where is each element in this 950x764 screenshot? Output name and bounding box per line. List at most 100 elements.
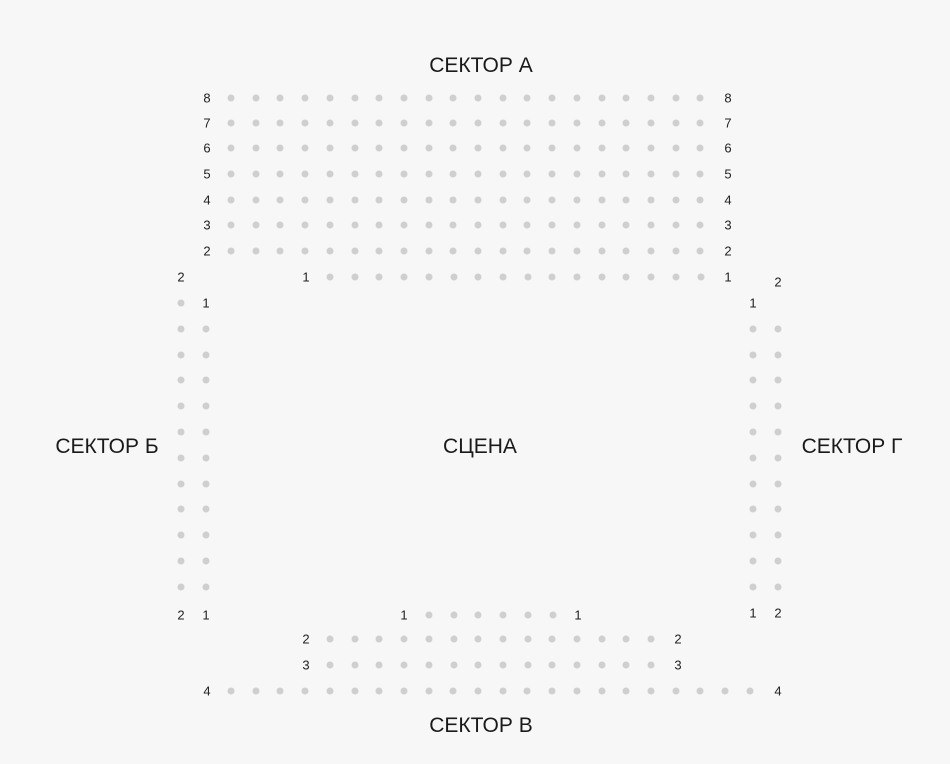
sector-a-seat[interactable] <box>400 273 408 281</box>
sector-a-seat[interactable] <box>326 273 334 281</box>
sector-v-seat[interactable] <box>301 687 309 695</box>
sector-b-seat[interactable] <box>202 531 210 539</box>
sector-v-seat[interactable] <box>598 661 606 669</box>
sector-a-seat[interactable] <box>573 247 581 255</box>
sector-a-seat[interactable] <box>647 170 655 178</box>
sector-v-seat[interactable] <box>549 611 556 619</box>
sector-a-seat[interactable] <box>672 144 680 152</box>
sector-a-seat[interactable] <box>375 170 383 178</box>
sector-v-seat[interactable] <box>499 661 507 669</box>
sector-a-seat[interactable] <box>647 221 655 229</box>
sector-a-seat[interactable] <box>400 94 408 102</box>
sector-a-seat[interactable] <box>276 247 284 255</box>
sector-b-seat[interactable] <box>177 583 185 591</box>
sector-a-seat[interactable] <box>449 144 457 152</box>
sector-a-seat[interactable] <box>351 144 358 152</box>
sector-a-seat[interactable] <box>499 273 507 281</box>
sector-a-seat[interactable] <box>474 94 482 102</box>
sector-g-seat[interactable] <box>749 480 757 488</box>
sector-a-seat[interactable] <box>326 94 334 102</box>
sector-a-seat[interactable] <box>499 221 507 229</box>
sector-v-seat[interactable] <box>474 687 482 695</box>
sector-a-seat[interactable] <box>696 196 704 204</box>
sector-a-seat[interactable] <box>252 119 260 127</box>
sector-a-seat[interactable] <box>647 144 655 152</box>
sector-a-seat[interactable] <box>400 247 408 255</box>
sector-g-seat[interactable] <box>749 531 757 539</box>
sector-v-seat[interactable] <box>474 661 482 669</box>
sector-v-seat[interactable] <box>351 635 359 643</box>
sector-a-seat[interactable] <box>499 94 507 102</box>
sector-a-seat[interactable] <box>449 94 457 102</box>
sector-a-seat[interactable] <box>227 196 235 204</box>
sector-a-seat[interactable] <box>301 144 309 152</box>
sector-a-seat[interactable] <box>425 273 433 281</box>
sector-b-seat[interactable] <box>177 505 185 513</box>
sector-a-seat[interactable] <box>598 170 605 178</box>
sector-a-seat[interactable] <box>301 94 309 102</box>
sector-v-seat[interactable] <box>425 611 433 619</box>
sector-v-seat[interactable] <box>524 661 532 669</box>
sector-a-seat[interactable] <box>672 247 680 255</box>
sector-a-seat[interactable] <box>425 196 433 204</box>
sector-g-seat[interactable] <box>774 325 782 333</box>
sector-v-seat[interactable] <box>450 661 457 669</box>
sector-a-seat[interactable] <box>301 170 309 178</box>
sector-a-seat[interactable] <box>375 247 383 255</box>
sector-v-seat[interactable] <box>524 611 532 619</box>
sector-a-seat[interactable] <box>474 119 482 127</box>
sector-b-seat[interactable] <box>202 480 210 488</box>
sector-b-seat[interactable] <box>177 351 185 359</box>
sector-a-seat[interactable] <box>573 94 581 102</box>
sector-v-seat[interactable] <box>548 687 556 695</box>
sector-a-seat[interactable] <box>598 273 606 281</box>
sector-a-seat[interactable] <box>548 196 556 204</box>
sector-a-seat[interactable] <box>622 119 630 127</box>
sector-a-seat[interactable] <box>400 119 408 127</box>
sector-a-seat[interactable] <box>697 273 704 281</box>
sector-v-seat[interactable] <box>326 687 334 695</box>
sector-a-seat[interactable] <box>301 221 309 229</box>
sector-b-seat[interactable] <box>202 583 210 591</box>
sector-a-seat[interactable] <box>326 119 334 127</box>
sector-v-seat[interactable] <box>450 611 458 619</box>
sector-a-seat[interactable] <box>622 221 630 229</box>
sector-b-seat[interactable] <box>177 428 185 436</box>
sector-a-seat[interactable] <box>400 196 408 204</box>
sector-b-seat[interactable] <box>202 376 210 384</box>
sector-a-seat[interactable] <box>523 170 531 178</box>
sector-a-seat[interactable] <box>499 170 507 178</box>
sector-v-seat[interactable] <box>351 687 358 695</box>
sector-a-seat[interactable] <box>622 170 630 178</box>
sector-a-seat[interactable] <box>400 144 408 152</box>
sector-a-seat[interactable] <box>301 247 309 255</box>
sector-a-seat[interactable] <box>252 196 260 204</box>
sector-a-seat[interactable] <box>375 221 383 229</box>
sector-a-seat[interactable] <box>523 94 531 102</box>
sector-a-seat[interactable] <box>351 170 358 178</box>
sector-a-seat[interactable] <box>598 247 605 255</box>
sector-a-seat[interactable] <box>375 144 383 152</box>
sector-a-seat[interactable] <box>647 94 655 102</box>
sector-v-seat[interactable] <box>647 687 655 695</box>
sector-b-seat[interactable] <box>202 351 210 359</box>
sector-a-seat[interactable] <box>499 119 507 127</box>
sector-a-seat[interactable] <box>647 196 655 204</box>
sector-b-seat[interactable] <box>177 531 185 539</box>
sector-a-seat[interactable] <box>474 144 482 152</box>
sector-a-seat[interactable] <box>499 247 507 255</box>
sector-a-seat[interactable] <box>573 144 581 152</box>
sector-a-seat[interactable] <box>326 247 334 255</box>
sector-v-seat[interactable] <box>425 635 433 643</box>
sector-v-seat[interactable] <box>449 687 457 695</box>
sector-a-seat[interactable] <box>672 221 680 229</box>
sector-v-seat[interactable] <box>499 687 507 695</box>
sector-g-seat[interactable] <box>774 454 782 462</box>
sector-v-seat[interactable] <box>400 635 408 643</box>
sector-v-seat[interactable] <box>696 687 704 695</box>
sector-v-seat[interactable] <box>375 687 383 695</box>
sector-a-seat[interactable] <box>449 170 457 178</box>
sector-v-seat[interactable] <box>276 687 284 695</box>
sector-g-seat[interactable] <box>774 583 782 591</box>
sector-a-seat[interactable] <box>425 247 433 255</box>
